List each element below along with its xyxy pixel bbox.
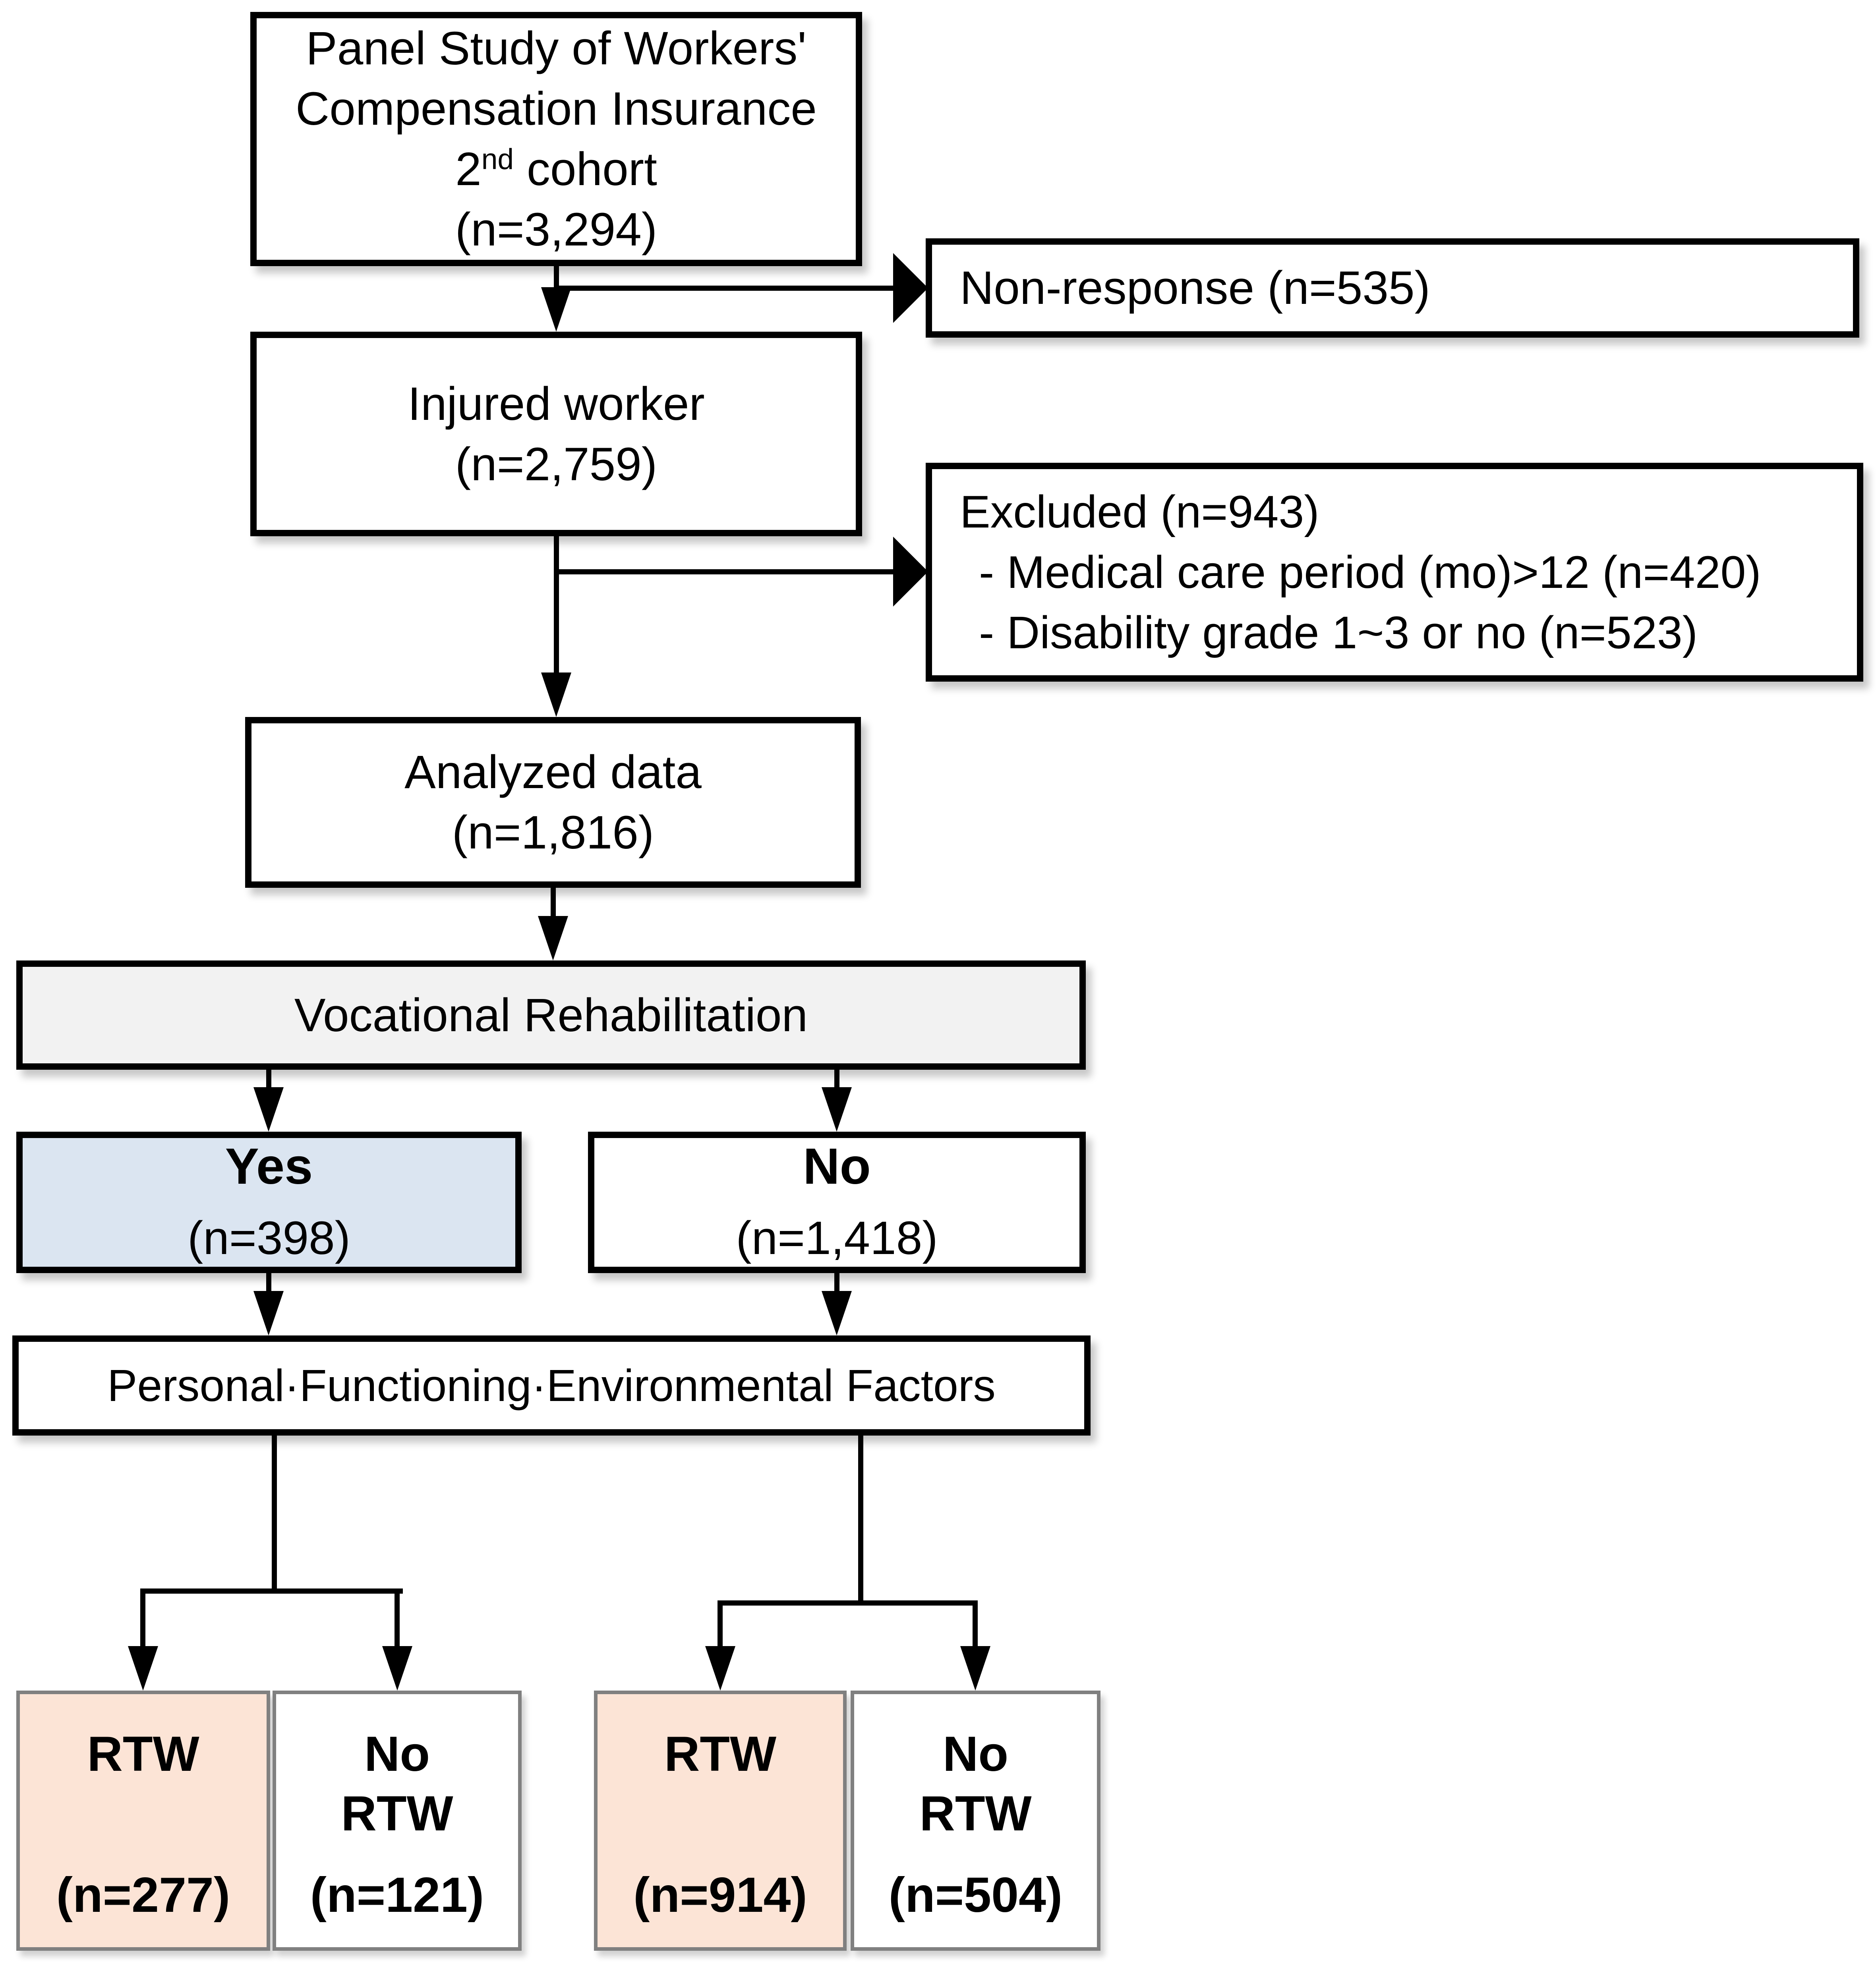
- connector-no-to-factors: [834, 1273, 839, 1294]
- panel-study-cohort-line: 2nd cohort: [455, 139, 657, 199]
- arrow-down-vocational: [538, 916, 568, 960]
- connector-branch-to-excluded: [554, 569, 894, 574]
- outcome-no-rtw-label: No RTW: [919, 1727, 1032, 1841]
- vocational-yes-box: Yes (n=398): [16, 1132, 522, 1273]
- arrow-down-factors-right: [822, 1291, 852, 1335]
- yes-label: Yes: [225, 1138, 313, 1195]
- outcome-rtw-label: RTW: [87, 1727, 199, 1782]
- panel-study-box: Panel Study of Workers' Compensation Ins…: [250, 12, 862, 266]
- connector-yes-to-factors: [266, 1273, 271, 1294]
- connector-left-tbar: [141, 1588, 403, 1594]
- no-label: No: [803, 1138, 871, 1195]
- outcome-rtw-n: (n=277): [56, 1868, 230, 1923]
- yes-n: (n=398): [187, 1212, 350, 1264]
- outcome-rtw-vocational-no-box: RTW (n=914): [594, 1691, 847, 1951]
- excluded-item-disability-grade: - Disability grade 1~3 or no (n=523): [979, 607, 1698, 658]
- analyzed-data-n: (n=1,816): [452, 806, 654, 859]
- injured-worker-box: Injured worker (n=2,759): [250, 332, 862, 536]
- arrow-right-nonresponse: [893, 253, 928, 323]
- connector-right-tbar-drop-rtw: [718, 1600, 723, 1648]
- injured-worker-title: Injured worker: [408, 377, 705, 430]
- connector-right-tbar: [718, 1600, 978, 1606]
- injured-worker-n: (n=2,759): [455, 438, 658, 491]
- arrow-down-rtw-right: [705, 1646, 735, 1691]
- connector-left-tbar-drop-rtw: [140, 1588, 145, 1648]
- outcome-no-rtw-vocational-yes-box: No RTW (n=121): [273, 1691, 522, 1951]
- vocational-rehabilitation-label: Vocational Rehabilitation: [294, 989, 808, 1042]
- cohort-ordinal-superscript: nd: [481, 143, 514, 176]
- analyzed-data-title: Analyzed data: [404, 746, 702, 798]
- outcome-rtw-n: (n=914): [633, 1868, 807, 1923]
- outcome-no-rtw-n: (n=504): [888, 1868, 1063, 1923]
- cohort-number: 2: [455, 143, 482, 195]
- excluded-item-medical-care: - Medical care period (mo)>12 (n=420): [979, 547, 1761, 598]
- excluded-title: Excluded (n=943): [960, 486, 1319, 537]
- connector-panel-to-injured: [554, 266, 559, 292]
- outcome-no-rtw-n: (n=121): [310, 1868, 484, 1923]
- factors-label: Personal·Functioning·Environmental Facto…: [107, 1360, 996, 1411]
- arrow-down-rtw-left: [128, 1646, 158, 1691]
- non-response-box: Non-response (n=535): [926, 238, 1859, 338]
- panel-study-n: (n=3,294): [455, 203, 658, 256]
- outcome-no-rtw-label: No RTW: [341, 1727, 453, 1841]
- arrow-down-no: [822, 1087, 852, 1132]
- arrow-down-analyzed: [541, 672, 571, 717]
- arrow-down-injured: [541, 287, 571, 332]
- vocational-no-box: No (n=1,418): [588, 1132, 1086, 1273]
- connector-vocational-to-no: [834, 1070, 839, 1090]
- connector-vocational-to-yes: [266, 1070, 271, 1090]
- no-n: (n=1,418): [736, 1212, 938, 1264]
- connector-left-tbar-drop-nortw: [395, 1588, 400, 1648]
- outcome-rtw-label: RTW: [664, 1727, 777, 1782]
- outcome-no-rtw-vocational-no-box: No RTW (n=504): [851, 1691, 1100, 1951]
- outcome-rtw-vocational-yes-box: RTW (n=277): [16, 1691, 270, 1951]
- arrow-down-yes: [253, 1087, 284, 1132]
- arrow-down-nortw-right: [960, 1646, 990, 1691]
- connector-right-tbar-drop-nortw: [973, 1600, 978, 1648]
- non-response-label: Non-response (n=535): [960, 262, 1430, 314]
- arrow-down-factors-left: [253, 1291, 284, 1335]
- excluded-box: Excluded (n=943) - Medical care period (…: [926, 463, 1863, 682]
- connector-factors-left-drop: [272, 1436, 277, 1594]
- connector-analyzed-to-vocational: [551, 888, 556, 919]
- arrow-down-nortw-left: [382, 1646, 412, 1691]
- connector-branch-to-nonresponse: [554, 286, 894, 291]
- analyzed-data-box: Analyzed data (n=1,816): [245, 717, 861, 888]
- panel-study-title: Panel Study of Workers' Compensation Ins…: [296, 22, 817, 135]
- arrow-right-excluded: [893, 537, 928, 607]
- connector-injured-to-analyzed: [554, 536, 559, 675]
- vocational-rehabilitation-box: Vocational Rehabilitation: [16, 960, 1086, 1070]
- personal-functioning-environmental-factors-box: Personal·Functioning·Environmental Facto…: [12, 1335, 1091, 1436]
- cohort-word: cohort: [514, 143, 657, 195]
- connector-factors-right-drop: [858, 1436, 863, 1606]
